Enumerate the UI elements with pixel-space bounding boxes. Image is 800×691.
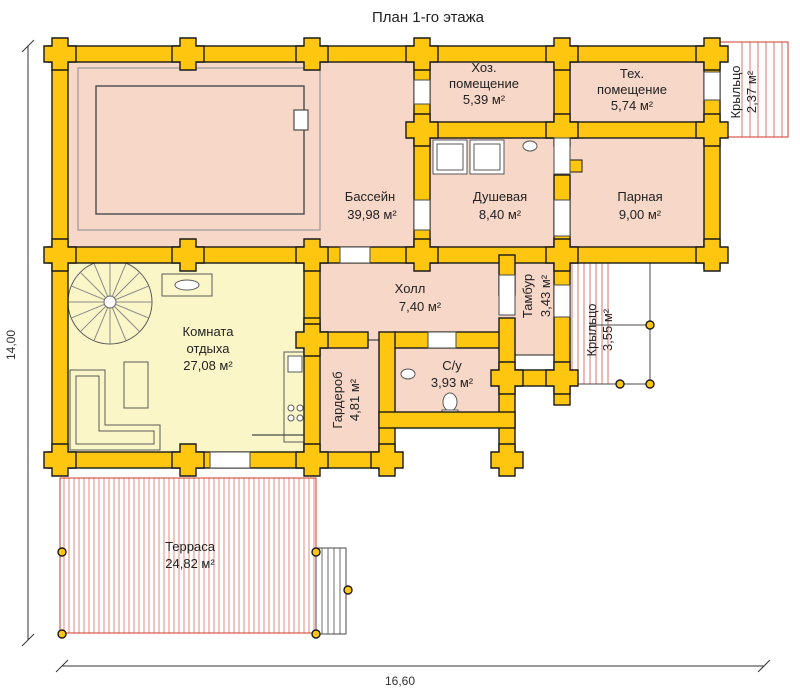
terrace-name: Терраса [165,539,216,554]
wardrobe-name: Гардероб [330,371,345,428]
log-joint [695,37,729,71]
pool-room-floor [66,55,422,255]
log-joint [405,238,439,272]
post [57,629,67,639]
log-joint [405,113,439,147]
log-joint [43,443,77,477]
dimension-lines [21,39,771,673]
log-joint [490,361,524,395]
log-joint [695,113,729,147]
log-joint [295,323,329,357]
log-joint [370,443,404,477]
log-joint [171,443,205,477]
log-joint [295,238,329,272]
terrace-area: 24,82 м² [165,556,215,571]
post [57,547,67,557]
pool-room-name: Бассейн [345,189,395,204]
floor-areas [66,55,712,460]
pool-basin [77,67,321,231]
porch-top-area: 2,37 м² [744,70,759,113]
utility-name-1: Хоз. [471,60,496,75]
hall-name: Холл [395,281,426,296]
post [311,629,321,639]
sauna-area: 9,00 м² [619,207,662,222]
doors [209,71,721,469]
sauna-floor [562,130,712,255]
tech-name-2: помещение [597,82,667,97]
lounge-name-1: Комната [183,324,235,339]
log-joint [295,443,329,477]
utility-floor [422,55,562,130]
log-joint [43,238,77,272]
tech-floor [562,55,712,130]
post [615,379,625,389]
log-joint [545,238,579,272]
log-joint [171,37,205,71]
hall-area: 7,40 м² [399,299,442,314]
porch-side-name: Крыльцо [584,303,599,356]
wardrobe-area: 4,81 м² [347,378,362,421]
post [311,547,321,557]
shower-area: 8,40 м² [479,207,522,222]
porch-top-name: Крыльцо [728,65,743,118]
tech-name-1: Тех. [620,66,644,81]
dimension-height: 14,00 [4,330,18,360]
pool-room-area: 39,98 м² [347,207,397,222]
tech-area: 5,74 м² [611,98,654,113]
wc-area: 3,93 м² [431,375,474,390]
hall-floor [312,255,507,340]
vestibule-name: Тамбур [520,274,535,318]
lounge-name-2: отдыха [187,341,231,356]
log-joint [695,238,729,272]
utility-area: 5,39 м² [463,92,506,107]
lounge-area: 27,08 м² [183,358,233,373]
utility-name-2: помещение [449,76,519,91]
log-joint [545,361,579,395]
porch-side-area: 3,55 м² [600,308,615,351]
dimension-width: 16,60 [385,674,415,688]
shower-name: Душевая [473,189,527,204]
log-joint [295,37,329,71]
post [645,320,655,330]
log-joint [545,37,579,71]
log-joint [171,238,205,272]
post [645,379,655,389]
wc-name: С/у [442,358,462,373]
vestibule-area: 3,43 м² [538,274,553,317]
plan-title: План 1-го этажа [372,9,485,26]
wardrobe-floor [312,340,387,460]
post [343,585,353,595]
log-joint [43,37,77,71]
log-joint [490,443,524,477]
log-cross-joints [43,37,729,639]
log-joint [405,37,439,71]
room-labels: Бассейн 39,98 м² Хоз. помещение 5,39 м² … [165,60,759,571]
porch-top-steps [717,41,789,138]
sauna-name: Парная [617,189,662,204]
vestibule-floor [507,255,562,355]
fixtures [67,139,583,451]
